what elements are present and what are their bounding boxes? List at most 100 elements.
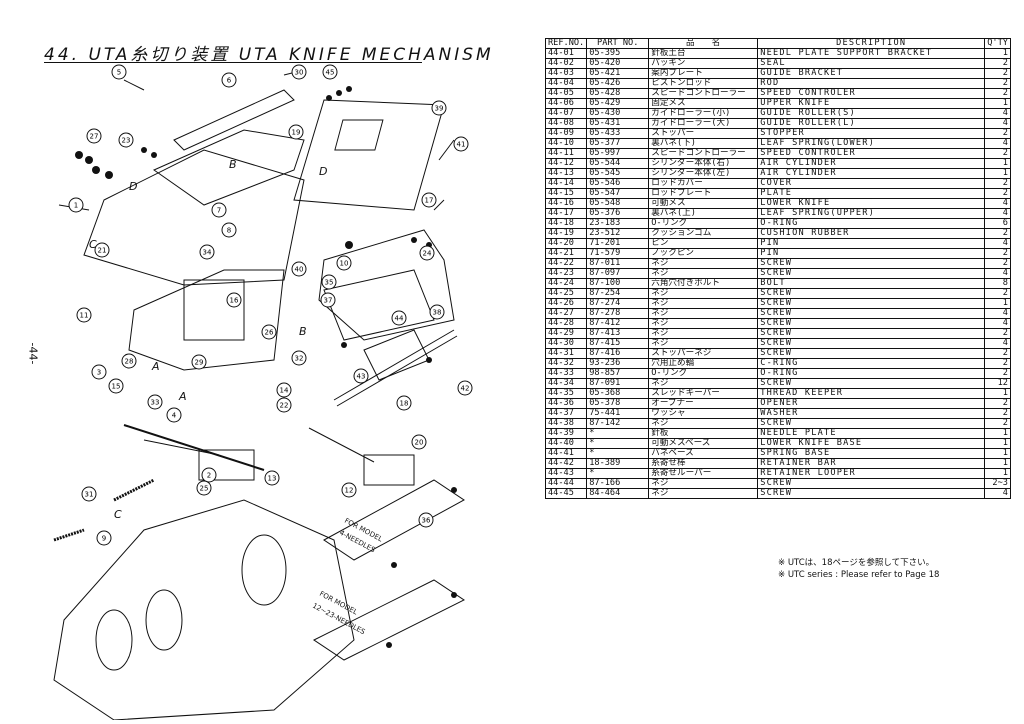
cell-name: ロッドプレート [648, 188, 759, 199]
cell-name: 穴用止め輪 [648, 358, 759, 369]
callout-circle [221, 222, 237, 238]
callout-circle [353, 368, 369, 384]
table-header-row: REF.NO. PART NO. 品 名 DESCRIPTION Q'TY [544, 38, 1011, 49]
callout-circle [336, 255, 352, 271]
cell-description: SCREW [757, 328, 986, 339]
cell-ref: 44-18 [544, 218, 588, 229]
callout-circle [221, 72, 237, 88]
cell-name: 六角穴付きボルト [648, 278, 759, 289]
lower-knife-base-drawing [128, 269, 285, 371]
cell-qty: 2 [984, 178, 1011, 189]
cell-ref: 44-05 [544, 88, 588, 99]
callout-number: 2 [207, 472, 211, 480]
cell-name: バネベース [648, 448, 759, 459]
callout-circle [118, 132, 134, 148]
note-jp: ※ UTCは、18ページを参照して下さい。 [778, 558, 935, 568]
cell-description: SCREW [757, 298, 986, 309]
callout-number: 29 [195, 359, 204, 367]
callout-number: 44 [395, 315, 404, 323]
callout-circle [291, 261, 307, 277]
cell-part: 71-579 [586, 248, 650, 259]
exploded-parts-diagram: D D B B C C A A FOR MODEL 4-NEEDLES FOR … [53, 64, 473, 720]
cell-part: 87-097 [586, 268, 650, 279]
cell-qty: 2 [984, 68, 1011, 79]
callout-circle [199, 244, 215, 260]
cell-qty: 4 [984, 238, 1011, 249]
callout-number: 12 [345, 487, 354, 495]
cell-description: PIN [757, 238, 986, 249]
ref-letter-c: C [89, 238, 97, 251]
callout-number: 23 [122, 137, 131, 145]
cell-description: O-RING [757, 218, 986, 229]
cell-ref: 44-33 [544, 368, 588, 379]
cell-qty: 2 [984, 258, 1011, 269]
callout-circle [91, 364, 107, 380]
cell-part: 87-166 [586, 478, 650, 489]
cell-ref: 44-32 [544, 358, 588, 369]
cell-part: 05-395 [586, 48, 650, 59]
cell-part: * [586, 448, 650, 459]
callout-number: 9 [102, 535, 106, 543]
callout-number: 43 [357, 373, 366, 381]
cell-qty: 4 [984, 318, 1011, 329]
callout-circle [453, 136, 469, 152]
cell-description: NEEDL PLATE SUPPORT BRACKET [757, 48, 986, 59]
callout-circle [94, 242, 110, 258]
callout-group: 1234567891011121314151617181920212223242… [68, 64, 473, 546]
cell-description: C-RING [757, 358, 986, 369]
cell-description: SPRING BASE [757, 448, 986, 459]
callout-circle [411, 434, 427, 450]
cell-part: 05-545 [586, 168, 650, 179]
cell-ref: 44-15 [544, 188, 588, 199]
callout-number: 36 [422, 517, 431, 525]
header-description: DESCRIPTION [757, 38, 986, 49]
callout-number: 24 [423, 250, 432, 258]
cell-description: GUIDE BRACKET [757, 68, 986, 79]
cell-part: 05-433 [586, 128, 650, 139]
cell-description: RETAINER LOOPER [757, 468, 986, 479]
cell-qty: 4 [984, 208, 1011, 219]
cell-description: SCREW [757, 308, 986, 319]
cell-name: ネジ [648, 328, 759, 339]
callout-number: 17 [425, 197, 434, 205]
cell-part: 05-421 [586, 68, 650, 79]
cell-part: 87-011 [586, 258, 650, 269]
callout-number: 10 [340, 260, 349, 268]
cell-qty: 2 [984, 418, 1011, 429]
cell-name: パッキン [648, 58, 759, 69]
cell-ref: 44-42 [544, 458, 588, 469]
cell-name: ネジ [648, 378, 759, 389]
cell-ref: 44-22 [544, 258, 588, 269]
ref-letter-d: D [129, 180, 137, 193]
callout-number: 42 [461, 385, 470, 393]
cell-ref: 44-14 [544, 178, 588, 189]
cell-description: SCREW [757, 488, 986, 499]
cell-part: 05-997 [586, 148, 650, 159]
callout-circle [321, 274, 337, 290]
cell-qty: 2 [984, 78, 1011, 89]
callout-circle [76, 307, 92, 323]
cell-description: LOWER KNIFE BASE [757, 438, 986, 449]
cell-ref: 44-26 [544, 298, 588, 309]
callout-number: 20 [415, 439, 424, 447]
callout-number: 7 [217, 207, 221, 215]
cell-name: ネジ [648, 288, 759, 299]
cell-part: 87-142 [586, 418, 650, 429]
callout-number: 19 [292, 129, 301, 137]
cell-qty: 1 [984, 428, 1011, 439]
cell-description: THREAD KEEPER [757, 388, 986, 399]
callout-number: 45 [326, 69, 335, 77]
cell-ref: 44-04 [544, 78, 588, 89]
cell-description: NEEDLE PLATE [757, 428, 986, 439]
cell-part: 87-254 [586, 288, 650, 299]
cell-name: ネジ [648, 418, 759, 429]
cell-part: 05-376 [586, 208, 650, 219]
ref-letter-b: B [229, 158, 237, 171]
callout-number: 34 [203, 249, 212, 257]
callout-circle [121, 353, 137, 369]
cell-part: 05-378 [586, 398, 650, 409]
